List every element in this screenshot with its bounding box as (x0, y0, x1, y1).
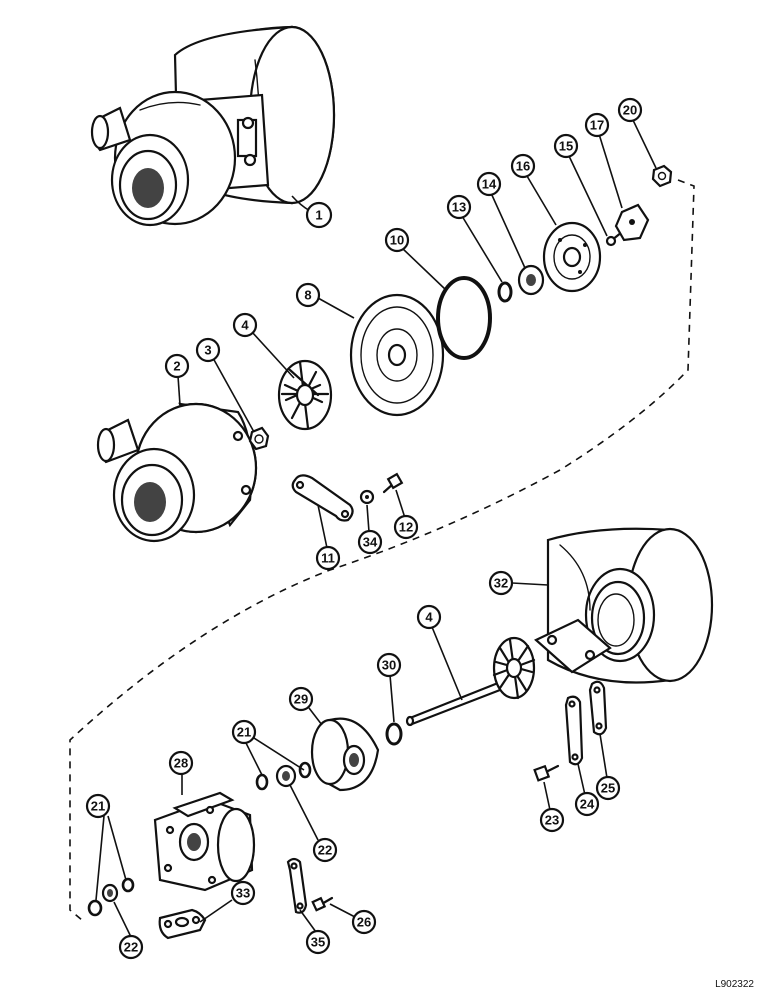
part-13-ring (497, 281, 513, 303)
callout-23-label: 23 (545, 813, 559, 828)
callout-33: 33 (230, 880, 256, 906)
part-30-ring (385, 722, 403, 746)
callout-30: 30 (376, 652, 402, 678)
callout-2-label: 2 (173, 359, 180, 374)
callout-26-label: 26 (357, 915, 371, 930)
callout-12: 12 (393, 514, 419, 540)
part-17-lock-plate (614, 203, 650, 242)
part-35-bracket (286, 857, 308, 914)
callout-20-label: 20 (623, 103, 637, 118)
callout-21a-label: 21 (237, 725, 251, 740)
callout-4a-label: 4 (241, 318, 249, 333)
part-2-compressor-housing (96, 402, 258, 543)
callout-35: 35 (305, 929, 331, 955)
callout-22-lower: 22 (118, 934, 144, 960)
callout-28-label: 28 (174, 756, 188, 771)
callout-11-label: 11 (321, 551, 335, 566)
part-23-bolt (533, 764, 560, 782)
part-21-22-bearing-set-lower (87, 877, 135, 917)
figure-reference-code: L902322 (715, 979, 754, 990)
callout-35-label: 35 (311, 935, 325, 950)
callout-8: 8 (295, 282, 321, 308)
callout-20: 20 (617, 97, 643, 123)
part-28-bearing-housing (153, 791, 256, 892)
part-33-gasket (158, 908, 207, 940)
callout-34-label: 34 (363, 535, 378, 550)
callout-1-label: 1 (315, 208, 322, 223)
callout-22b-label: 22 (124, 940, 138, 955)
callout-34: 34 (357, 529, 383, 555)
leader-lines (95, 117, 657, 938)
part-26-bolt (311, 896, 334, 912)
part-11-bracket (291, 474, 354, 522)
part-3-nut (248, 426, 270, 451)
callout-30-label: 30 (382, 658, 396, 673)
part-16-thrust-plate (542, 221, 602, 293)
callout-17: 17 (584, 112, 610, 138)
callout-4-turbine-shaft: 4 (416, 604, 442, 630)
callout-22a-label: 22 (318, 843, 332, 858)
callout-29: 29 (288, 686, 314, 712)
callout-15: 15 (553, 133, 579, 159)
callout-13-label: 13 (452, 200, 466, 215)
part-8-backplate (349, 293, 445, 417)
callout-10: 10 (384, 227, 410, 253)
callout-17-label: 17 (590, 118, 604, 133)
part-32-turbine-housing (534, 527, 714, 684)
callout-32: 32 (488, 570, 514, 596)
callout-21-lower: 21 (85, 793, 111, 819)
callout-3-label: 3 (204, 343, 211, 358)
callout-16-label: 16 (516, 159, 530, 174)
callout-26: 26 (351, 909, 377, 935)
part-29-heat-shroud (310, 717, 380, 792)
part-20-nut (651, 164, 673, 188)
callout-29-label: 29 (294, 692, 308, 707)
callout-32-label: 32 (494, 576, 508, 591)
part-24-bracket (564, 695, 584, 766)
part-34-washer (359, 489, 375, 505)
callout-28: 28 (168, 750, 194, 776)
callout-1: 1 (305, 201, 333, 229)
callout-4-compressor-wheel: 4 (232, 312, 258, 338)
callout-23: 23 (539, 807, 565, 833)
callout-25-label: 25 (601, 781, 615, 796)
callout-8-label: 8 (304, 288, 311, 303)
callout-4b-label: 4 (425, 610, 433, 625)
assembly-dashed-line (69, 179, 695, 921)
callout-21-upper: 21 (231, 719, 257, 745)
part-12-bolt (382, 472, 404, 494)
part-4-compressor-wheel (277, 359, 333, 431)
callout-21b-label: 21 (91, 799, 105, 814)
part-21-22-bearing-set-upper (255, 761, 312, 791)
callout-33-label: 33 (236, 886, 250, 901)
part-25-bracket (588, 680, 608, 736)
callout-14-label: 14 (482, 177, 497, 192)
callout-15-label: 15 (559, 139, 573, 154)
callout-16: 16 (510, 153, 536, 179)
part-4-turbine-shaft-wheel (405, 636, 536, 727)
callout-24: 24 (574, 791, 600, 817)
callout-24-label: 24 (580, 797, 595, 812)
callout-11: 11 (315, 545, 341, 571)
part-10-o-ring (436, 276, 492, 360)
callout-25: 25 (595, 775, 621, 801)
callout-12-label: 12 (399, 520, 413, 535)
callout-14: 14 (476, 171, 502, 197)
callout-13: 13 (446, 194, 472, 220)
callout-3: 3 (195, 337, 221, 363)
part-1-turbocharger-assembly (90, 25, 336, 227)
callout-10-label: 10 (390, 233, 404, 248)
callout-22-upper: 22 (312, 837, 338, 863)
callout-2: 2 (164, 353, 190, 379)
part-14-thrust-collar (517, 264, 545, 296)
